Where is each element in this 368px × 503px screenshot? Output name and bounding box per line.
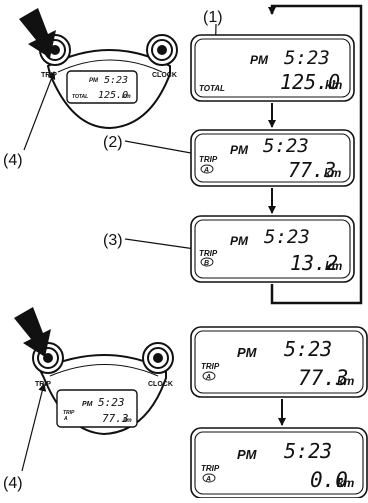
callout-4-bottom: (4): [3, 475, 23, 492]
panel-lcd-badge: A: [63, 416, 68, 422]
callout-3: (3): [103, 232, 123, 249]
screen-value: 77.3: [288, 158, 336, 182]
screen-label: TRIP: [199, 249, 218, 258]
display-screen-trip-a-reset: PM 5:23 TRIP A 0.0 km: [190, 427, 368, 499]
screen-badge: A: [203, 167, 209, 174]
display-screen-trip-a-before: PM 5:23 TRIP A 77.3 km: [190, 326, 368, 398]
callout-1: (1): [203, 9, 223, 26]
screen-time: 5:23: [284, 337, 332, 361]
screen-unit: km: [325, 259, 343, 273]
screen-value: 13.2: [290, 251, 338, 275]
trip-a-badge-icon: [202, 473, 216, 483]
clock-button-bottom[interactable]: CLOCK: [142, 342, 174, 388]
callout-4-leader: [21, 383, 47, 472]
loop-back-arrow: [268, 4, 363, 305]
screen-unit: km: [337, 374, 355, 388]
screen-label: TRIP: [201, 464, 220, 473]
screen-ampm: PM: [250, 53, 269, 67]
screen-value: 125.0: [280, 70, 340, 94]
trip-b-badge-icon: [200, 257, 214, 267]
panel-lcd-time: 5:23: [98, 396, 125, 409]
screen-unit: km: [324, 166, 342, 180]
panel-lcd-time: 5:23: [104, 75, 128, 86]
display-screen-total: PM 5:23 TOTAL 125.0 km: [190, 34, 355, 102]
callout-2-leader: [124, 140, 203, 158]
screen-label: TOTAL: [199, 84, 225, 93]
screen-badge: A: [205, 374, 211, 381]
instrument-panel-bottom: PM 5:23 TRIP A 77.3 km: [38, 354, 167, 436]
screen-unit: km: [325, 78, 343, 92]
instrument-panel-top: PM 5:23 TOTAL 125.0 km: [46, 49, 171, 130]
press-hold-arrow-icon: [14, 307, 51, 357]
display-screen-trip-a: PM 5:23 TRIP A 77.3 km: [190, 129, 355, 187]
panel-lcd-ampm: PM: [82, 401, 93, 408]
panel-lcd-ampm: PM: [89, 78, 99, 84]
callout-2: (2): [103, 134, 123, 151]
screen-badge: A: [205, 476, 211, 483]
callout-4-top: (4): [3, 152, 23, 169]
panel-lcd-bottom: [56, 389, 138, 428]
clock-button-label: CLOCK: [152, 72, 177, 79]
trip-a-badge-icon: [202, 371, 216, 381]
screen-time: 5:23: [284, 47, 330, 69]
screen-label: TRIP: [199, 155, 218, 164]
screen-unit: km: [337, 476, 355, 490]
panel-lcd-label: TRIP: [63, 410, 75, 416]
panel-lcd-unit: km: [122, 94, 131, 100]
screen-time: 5:23: [263, 135, 309, 157]
screen-time: 5:23: [264, 226, 310, 248]
panel-lcd-value: 125.0: [98, 90, 128, 101]
clock-button-label: CLOCK: [148, 381, 173, 388]
screen-label: TRIP: [201, 362, 220, 371]
screen-ampm: PM: [230, 234, 249, 248]
panel-lcd-value: 77.3: [102, 412, 129, 425]
screen-ampm: PM: [237, 345, 258, 360]
panel-lcd-unit: km: [123, 418, 132, 424]
clock-button-top[interactable]: CLOCK: [146, 34, 178, 79]
display-screen-trip-b: PM 5:23 TRIP B 13.2 km: [190, 215, 355, 283]
callout-3-leader: [124, 238, 203, 253]
screen-ampm: PM: [237, 447, 258, 462]
screen-time: 5:23: [284, 439, 332, 463]
screen-badge: B: [204, 260, 209, 267]
screen-ampm: PM: [230, 143, 249, 157]
screen-value: 77.3: [298, 366, 349, 390]
panel-lcd-label: TOTAL: [72, 94, 88, 100]
panel-lcd-top: [66, 70, 138, 104]
callout-4-leader: [23, 71, 56, 151]
press-arrow-icon: [19, 8, 56, 58]
trip-button-label: TRIP: [41, 72, 57, 79]
screen-value: 0.0: [310, 468, 348, 492]
trip-a-badge-icon: [200, 164, 214, 174]
